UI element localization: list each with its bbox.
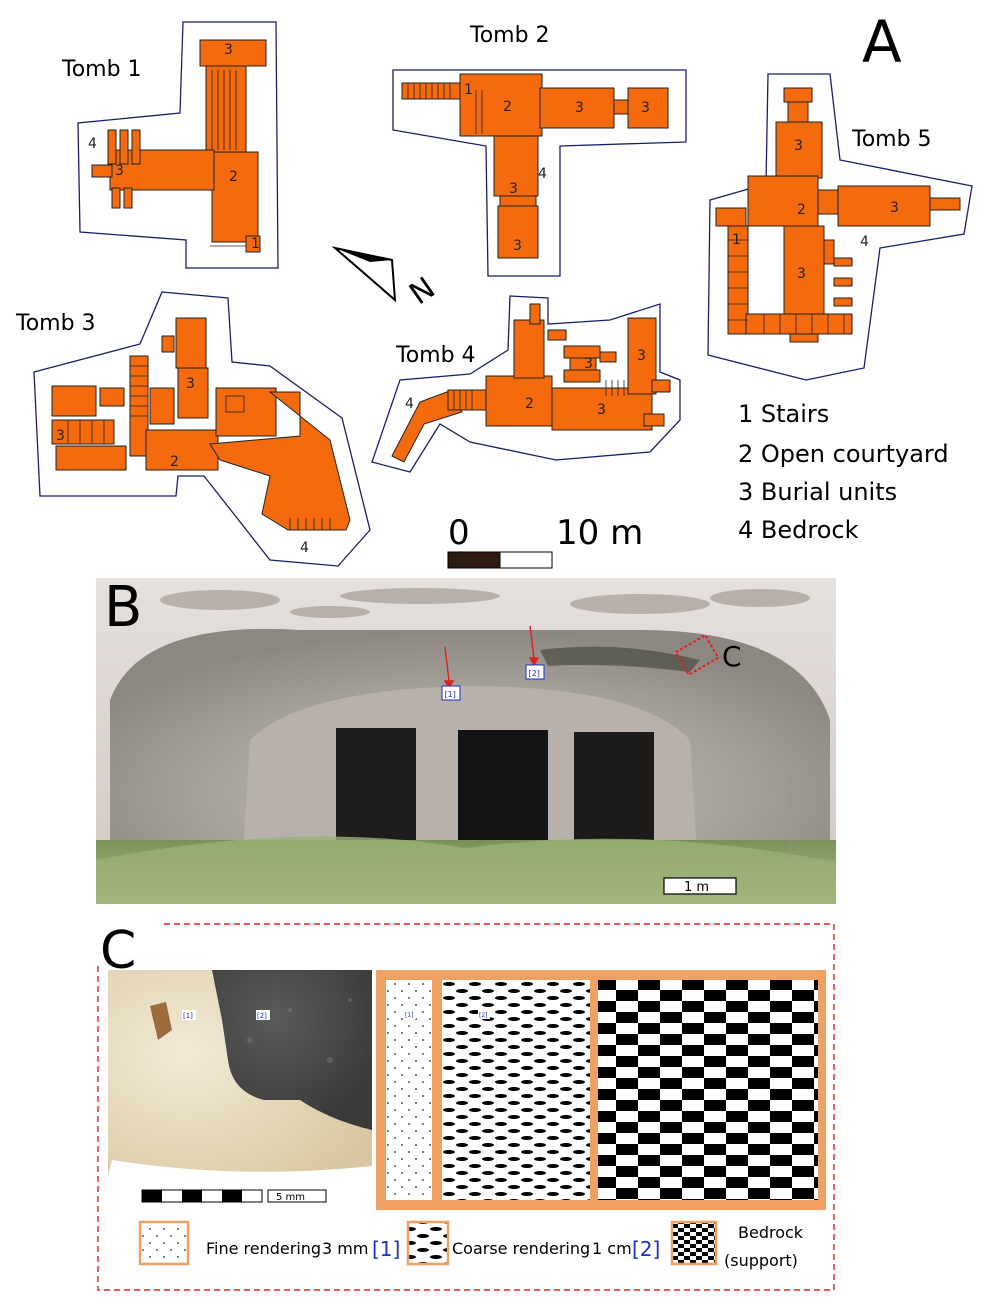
legend-item: 2 Open courtyard (738, 440, 949, 468)
tomb-4-unit: 3 (637, 348, 646, 364)
tomb-4-unit: 4 (405, 396, 414, 412)
marker-2: [2] (529, 669, 540, 678)
panel-c: C [1] [2] 5 mm (97, 921, 835, 1291)
tomb-4-plan: 3 3 3 2 4 Tomb 4 (371, 295, 681, 473)
tomb-5-unit: 3 (797, 266, 806, 282)
legend-c: Fine rendering 3 mm [1] Coarse rendering… (138, 1220, 804, 1270)
marker-1: [1] (445, 690, 456, 699)
legend-bedrock-support: (support) (724, 1251, 798, 1270)
panel-a-letter: A (862, 8, 902, 76)
tomb-4-unit: 3 (584, 356, 593, 372)
legend-item: 3 Burial units (738, 478, 897, 506)
tomb-3-unit: 2 (170, 454, 179, 470)
pattern-marker-1: [1] (405, 1012, 414, 1019)
legend-fine-ref: [1] (372, 1237, 400, 1261)
doorway (458, 730, 548, 852)
legend-a: 1 Stairs 2 Open courtyard 3 Burial units… (738, 400, 949, 544)
inset-label: C (722, 640, 742, 673)
tomb-2-unit: 1 (464, 82, 473, 98)
tomb-2-unit: 3 (641, 100, 650, 116)
tomb-5-unit: 3 (890, 200, 899, 216)
tomb-5-unit: 1 (732, 232, 741, 248)
legend-item: 1 Stairs (738, 400, 829, 428)
photo-marker-2: [2] (257, 1012, 267, 1020)
legend-coarse: Coarse rendering (452, 1239, 590, 1258)
panel-a: A 3 (15, 8, 973, 569)
tomb-5-unit: 3 (794, 138, 803, 154)
tomb-3-unit: 4 (300, 540, 309, 556)
tomb-5-label: Tomb 5 (851, 127, 932, 152)
tomb-2-plan: 1 2 3 3 3 3 4 Tomb 2 (392, 23, 687, 277)
tomb-5-plan: 3 2 3 3 1 4 Tomb 5 (707, 73, 973, 381)
pattern-marker-2: [2] (479, 1012, 488, 1019)
tomb-3-plan: 3 3 2 4 Tomb 3 (15, 291, 371, 567)
legend-bedrock: Bedrock (738, 1223, 804, 1242)
scale-c: 5 mm (276, 1192, 305, 1203)
tomb-2-unit: 3 (575, 100, 584, 116)
scale-b: 1 m (684, 880, 709, 895)
scale-bar-c: 5 mm (141, 1189, 327, 1203)
legend-item: 4 Bedrock (738, 516, 859, 544)
tomb-2-unit: 3 (513, 238, 522, 254)
legend-fine: Fine rendering (206, 1239, 321, 1258)
legend-coarse-ref: [2] (632, 1237, 660, 1261)
tomb-1-unit: 3 (115, 163, 124, 179)
doorway (336, 728, 416, 846)
tomb-1-plan: 3 3 2 1 4 Tomb 1 (61, 21, 279, 269)
legend-fine-size: 3 mm (322, 1239, 368, 1258)
legend-coarse-size: 1 cm (592, 1239, 632, 1258)
scale-end: 10 m (556, 513, 643, 553)
tomb-3-unit: 3 (186, 376, 195, 392)
pattern-schematic: [1] [2] (376, 970, 826, 1210)
tomb-4-label: Tomb 4 (395, 343, 476, 368)
tomb-1-unit: 1 (251, 236, 260, 252)
doorway (574, 732, 654, 848)
tomb-4-unit: 3 (597, 402, 606, 418)
tomb-5-unit: 2 (797, 202, 806, 218)
tomb-5-unit: 4 (860, 234, 869, 250)
panel-b-photo: [1] [2] C 1 m B (96, 575, 836, 904)
tomb-2-unit: 2 (503, 99, 512, 115)
tomb-3-unit: 3 (56, 428, 65, 444)
photo-marker-1: [1] (183, 1012, 193, 1020)
panel-b-letter: B (104, 575, 142, 640)
inset-box (674, 633, 720, 677)
tomb-1-unit: 2 (229, 169, 238, 185)
north-arrow: N (331, 246, 442, 313)
tomb-1-unit: 4 (88, 136, 97, 152)
tomb-1-unit: 3 (224, 42, 233, 58)
sample-photo: [1] [2] (108, 970, 372, 1176)
tomb-2-label: Tomb 2 (469, 23, 550, 48)
scale-bar-a: 0 10 m (447, 513, 643, 569)
tomb-1-label: Tomb 1 (61, 57, 142, 82)
tomb-4-unit: 2 (525, 396, 534, 412)
tomb-3-label: Tomb 3 (15, 311, 96, 336)
scale-start: 0 (448, 513, 470, 553)
tomb-2-unit: 3 (509, 181, 518, 197)
tomb-2-unit: 4 (538, 166, 547, 182)
north-label: N (403, 271, 441, 313)
